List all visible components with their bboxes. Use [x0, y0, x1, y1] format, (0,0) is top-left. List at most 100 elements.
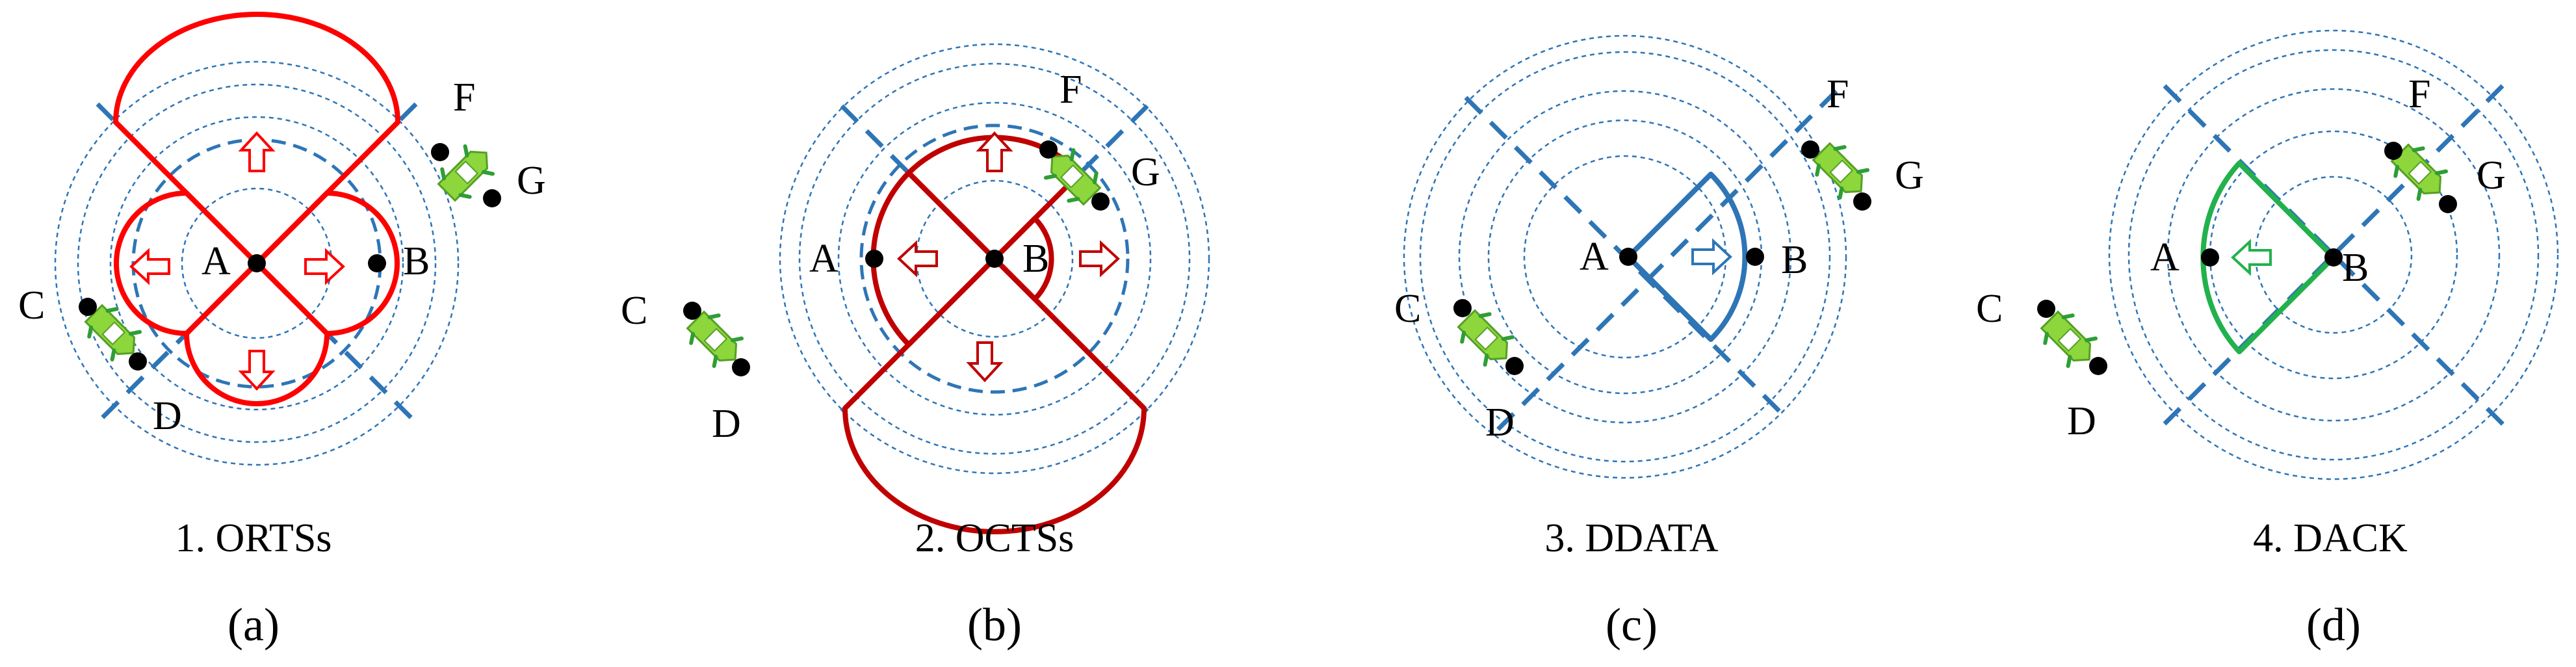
- range-ring: [779, 43, 1210, 475]
- panel-sublabel: (d): [2306, 599, 2361, 651]
- octs-sector-right: [992, 216, 1054, 302]
- range-ring: [2127, 49, 2540, 461]
- nodes: [683, 140, 1110, 376]
- orts-sector-left: [114, 190, 259, 336]
- node-F: [1801, 140, 1819, 159]
- node-F: [2384, 142, 2402, 160]
- range-ring: [109, 116, 404, 411]
- range-ring: [915, 179, 1074, 338]
- range-ring: [1419, 51, 1831, 463]
- arrow-left-icon: [130, 250, 170, 283]
- sector-divider: [2163, 84, 2504, 426]
- node-C: [2037, 300, 2055, 318]
- node-G: [1853, 192, 1871, 211]
- panel-b: A B C D F G 2. OCTSs (b): [621, 43, 1210, 651]
- node-B: [368, 254, 386, 272]
- panel-caption: 1. ORTSs: [176, 516, 332, 560]
- range-ring: [837, 101, 1152, 416]
- label-A: A: [2150, 235, 2179, 280]
- label-A: A: [1580, 235, 1609, 279]
- label-F: F: [1060, 68, 1082, 112]
- orts-sector-down: [184, 261, 330, 406]
- panel-caption: 4. DACK: [2253, 516, 2408, 560]
- panel-c: A B C D F G 3. DDATA (c): [1394, 34, 1924, 651]
- label-F: F: [453, 75, 475, 120]
- range-ring: [1458, 90, 1792, 424]
- label-C: C: [1394, 287, 1421, 331]
- panel-sublabel: (c): [1606, 599, 1658, 651]
- orts-sector-right: [254, 190, 400, 336]
- reference-ring: [859, 124, 1130, 394]
- range-rings: [2108, 29, 2559, 480]
- label-F: F: [1827, 72, 1849, 116]
- range-ring: [77, 83, 437, 443]
- panel-caption: 2. OCTSs: [915, 516, 1074, 560]
- label-D: D: [1485, 400, 1515, 445]
- panel-caption: 3. DDATA: [1544, 516, 1718, 560]
- node-D: [732, 358, 750, 376]
- octs-sector-down: [842, 256, 1147, 534]
- label-B: B: [1781, 238, 1808, 282]
- label-C: C: [621, 289, 647, 333]
- arrow-left-icon: [2231, 241, 2272, 274]
- orts-sector-up: [113, 12, 400, 266]
- label-B: B: [1022, 237, 1049, 281]
- node-C: [79, 298, 97, 316]
- label-F: F: [2408, 72, 2430, 116]
- range-ring: [798, 62, 1191, 455]
- range-rings: [779, 43, 1210, 475]
- sector-divider: [2163, 84, 2508, 429]
- range-ring: [2166, 88, 2501, 422]
- label-B: B: [403, 239, 430, 283]
- node-C: [1453, 299, 1472, 317]
- label-A: A: [202, 239, 231, 283]
- label-G: G: [1131, 150, 1160, 194]
- label-B: B: [2342, 246, 2369, 290]
- label-G: G: [517, 159, 546, 203]
- arrow-down-icon: [968, 341, 1002, 382]
- node-A: [1619, 248, 1637, 266]
- arrow-right-icon: [1079, 242, 1119, 276]
- node-D: [2089, 357, 2107, 375]
- node-C: [683, 302, 701, 320]
- nodes: [2037, 142, 2457, 375]
- node-F: [431, 143, 449, 161]
- range-ring: [54, 60, 460, 466]
- nodes: [1453, 140, 1871, 375]
- node-G: [483, 189, 501, 207]
- sector-divider: [1493, 89, 1838, 434]
- node-A: [865, 250, 883, 268]
- node-G: [1091, 192, 1110, 211]
- label-C: C: [1976, 287, 2003, 331]
- range-ring: [2209, 130, 2458, 380]
- panel-sublabel: (b): [967, 599, 1022, 651]
- nodes: [79, 143, 501, 371]
- orts-sectors: [113, 12, 400, 406]
- arrow-up-icon: [240, 132, 274, 172]
- node-D: [1505, 357, 1524, 375]
- node-G: [2439, 195, 2457, 213]
- label-D: D: [2067, 399, 2096, 443]
- label-D: D: [153, 394, 182, 438]
- range-ring: [2108, 29, 2559, 480]
- node-A: [2201, 248, 2219, 267]
- range-ring: [1403, 34, 1847, 479]
- label-A: A: [809, 237, 839, 281]
- label-G: G: [1895, 153, 1924, 198]
- sector-dividers: [2163, 84, 2508, 429]
- panel-d: A B C D F G 4. DACK (d): [1976, 29, 2559, 651]
- node-B: [2324, 248, 2343, 267]
- arrow-down-icon: [240, 350, 274, 390]
- node-B: [1746, 248, 1764, 266]
- arrow-right-icon: [304, 250, 345, 283]
- node-B: [985, 250, 1004, 268]
- node-D: [129, 352, 147, 371]
- range-ring: [2254, 176, 2413, 334]
- node-F: [1039, 140, 1058, 159]
- label-D: D: [712, 402, 741, 446]
- label-C: C: [18, 283, 45, 328]
- node-A: [248, 254, 266, 272]
- label-G: G: [2477, 153, 2506, 198]
- panel-sublabel: (a): [228, 599, 280, 651]
